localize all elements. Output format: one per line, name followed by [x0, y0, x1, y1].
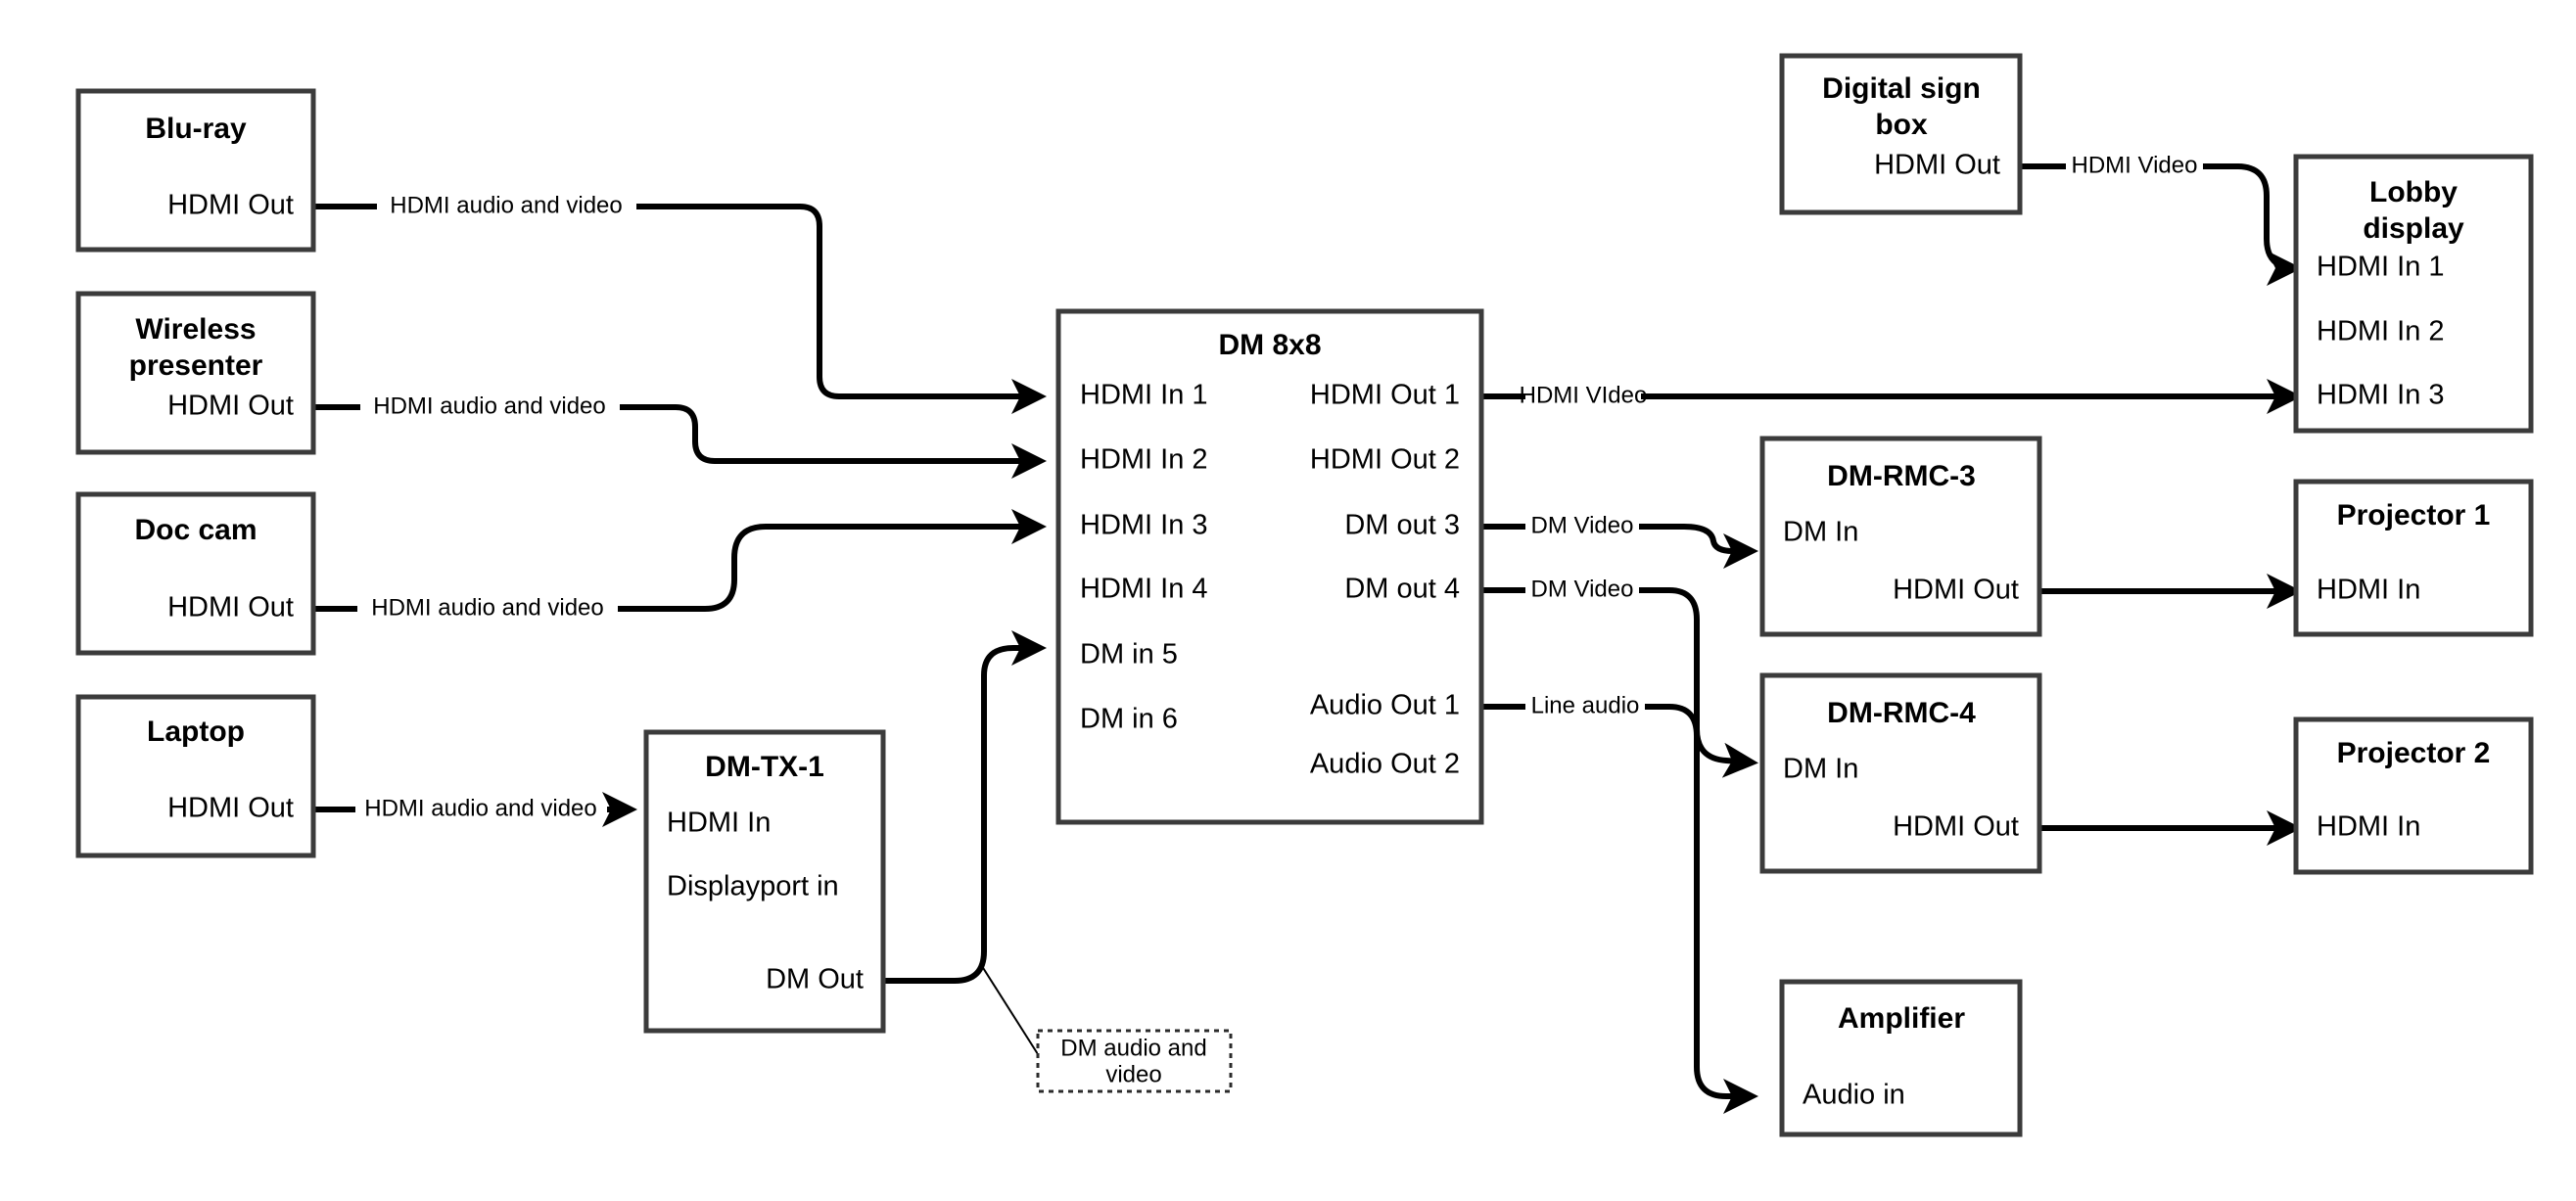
node-wireless-presenter-title-line2: presenter: [129, 349, 263, 382]
edge-label-doccam-to-dm8x8: HDMI audio and video: [371, 594, 603, 621]
node-dm-8x8-input-dm-in-5: DM in 5: [1080, 639, 1178, 670]
node-dm-8x8-output-dm-out-3: DM out 3: [1344, 510, 1460, 541]
node-bluray-box[interactable]: [75, 88, 316, 253]
edge-label-audioout1-to-amp: Line audio: [1531, 692, 1640, 718]
node-amplifier[interactable]: Amplifier Audio in: [1779, 979, 2023, 1137]
edge-label-bluray-to-dm8x8: HDMI audio and video: [390, 192, 622, 218]
node-dm-8x8-box[interactable]: [1055, 308, 1484, 825]
node-bluray-port-hdmi-out: HDMI Out: [167, 190, 294, 221]
node-lobby-display-box[interactable]: [2293, 154, 2534, 434]
wire-dm8x8-out3-to-rmc3: [1481, 524, 1758, 569]
node-dm-8x8-input-hdmi-in-1: HDMI In 1: [1080, 380, 1208, 411]
node-bluray[interactable]: Blu-ray HDMI Out: [75, 88, 316, 253]
node-projector-1[interactable]: Projector 1 HDMI In: [2293, 479, 2534, 637]
node-projector-1-title: Projector 1: [2337, 499, 2491, 531]
node-projector-1-port-hdmi-in: HDMI In: [2317, 575, 2420, 606]
wire-digitalsign-to-lobby-in1: [2020, 163, 2302, 286]
wire-dm8x8-out4-to-rmc4: [1481, 587, 1758, 778]
node-dm-rmc-4[interactable]: DM-RMC-4 DM In HDMI Out: [1759, 672, 2042, 874]
node-projector-2-box[interactable]: [2293, 716, 2534, 875]
node-dm-rmc-4-title: DM-RMC-4: [1827, 697, 1976, 729]
wire-dmtx1-to-dm8x8-in5: [883, 630, 1047, 984]
edge-label-dmout3-to-rmc3: DM Video: [1531, 512, 1634, 538]
callout-leader-line: [979, 962, 1039, 1055]
node-doc-cam-box[interactable]: [75, 491, 316, 656]
node-dm-8x8-output-dm-out-4: DM out 4: [1344, 574, 1460, 605]
node-projector-2-port-hdmi-in: HDMI In: [2317, 811, 2420, 843]
node-dm-8x8-output-audio-out-1: Audio Out 1: [1310, 690, 1460, 721]
node-dm-8x8-output-hdmi-out-2: HDMI Out 2: [1310, 444, 1460, 476]
node-wireless-presenter[interactable]: Wireless presenter HDMI Out: [75, 291, 316, 455]
node-doc-cam-title: Doc cam: [134, 514, 257, 546]
node-digital-sign-box-title-line1: Digital sign: [1822, 72, 1981, 105]
node-wireless-presenter-port-hdmi-out: HDMI Out: [167, 391, 294, 422]
node-dm-8x8-output-hdmi-out-1: HDMI Out 1: [1310, 380, 1460, 411]
node-dm-8x8-output-audio-out-2: Audio Out 2: [1310, 749, 1460, 780]
node-dm-tx-1-port-dm-out: DM Out: [766, 964, 864, 995]
node-lobby-display[interactable]: Lobby display HDMI In 1 HDMI In 2 HDMI I…: [2293, 154, 2534, 434]
node-laptop-box[interactable]: [75, 694, 316, 858]
node-digital-sign-box-port-hdmi-out: HDMI Out: [1874, 150, 2000, 181]
node-dm-rmc-4-port-hdmi-out: HDMI Out: [1893, 811, 2019, 843]
node-dm-tx-1-title: DM-TX-1: [705, 751, 824, 783]
edge-label-dmout4-to-rmc4: DM Video: [1531, 576, 1634, 602]
node-dm-tx-1[interactable]: DM-TX-1 HDMI In Displayport in DM Out: [643, 729, 886, 1034]
node-dm-8x8-input-hdmi-in-4: HDMI In 4: [1080, 574, 1208, 605]
wire-bluray-to-dm8x8-in1: [313, 204, 1047, 414]
node-dm-8x8-input-hdmi-in-3: HDMI In 3: [1080, 510, 1208, 541]
node-dm-rmc-3-port-dm-in: DM In: [1783, 517, 1858, 548]
node-laptop-title: Laptop: [147, 716, 245, 748]
node-wireless-presenter-box[interactable]: [75, 291, 316, 455]
node-dm-rmc-3[interactable]: DM-RMC-3 DM In HDMI Out: [1759, 436, 2042, 637]
node-projector-1-box[interactable]: [2293, 479, 2534, 637]
node-laptop-port-hdmi-out: HDMI Out: [167, 793, 294, 824]
node-projector-2-title: Projector 2: [2337, 737, 2491, 769]
node-projector-2[interactable]: Projector 2 HDMI In: [2293, 716, 2534, 875]
node-lobby-display-port-hdmi-in-2: HDMI In 2: [2317, 316, 2445, 347]
wire-doccam-to-dm8x8-in3: [313, 509, 1047, 612]
callout-dm-audio-and-video-line2: video: [1105, 1061, 1161, 1087]
edge-label-wireless-to-dm8x8: HDMI audio and video: [373, 393, 605, 419]
node-dm-tx-1-port-displayport-in: Displayport in: [667, 871, 839, 902]
node-wireless-presenter-title-line1: Wireless: [135, 313, 256, 346]
node-dm-rmc-3-box[interactable]: [1759, 436, 2042, 637]
edge-label-laptop-to-dmtx1: HDMI audio and video: [364, 795, 596, 821]
node-doc-cam[interactable]: Doc cam HDMI Out: [75, 491, 316, 656]
edge-label-hdmiout1-to-lobby: HDMI VIdeo: [1520, 382, 1648, 408]
node-dm-8x8-input-hdmi-in-2: HDMI In 2: [1080, 444, 1208, 476]
node-digital-sign-box-box[interactable]: [1779, 53, 2023, 215]
edge-label-sign-to-lobby: HDMI Video: [2072, 152, 2198, 178]
wire-dm8x8-audioout1-to-amp: [1481, 704, 1758, 1114]
node-dm-rmc-3-title: DM-RMC-3: [1827, 460, 1976, 492]
callout-dm-audio-and-video-box: [1036, 1029, 1233, 1093]
node-dm-8x8-input-dm-in-6: DM in 6: [1080, 704, 1178, 735]
callout-dm-audio-and-video: DM audio and video: [1036, 1029, 1233, 1093]
node-dm-8x8-title: DM 8x8: [1218, 329, 1321, 361]
node-lobby-display-title-line1: Lobby: [2369, 176, 2458, 208]
node-dm-rmc-4-port-dm-in: DM In: [1783, 754, 1858, 785]
node-lobby-display-port-hdmi-in-3: HDMI In 3: [2317, 380, 2445, 411]
node-dm-tx-1-port-hdmi-in: HDMI In: [667, 808, 771, 839]
node-lobby-display-title-line2: display: [2363, 212, 2464, 245]
node-dm-rmc-3-port-hdmi-out: HDMI Out: [1893, 575, 2019, 606]
node-dm-tx-1-box[interactable]: [643, 729, 886, 1034]
callout-dm-audio-and-video-line1: DM audio and: [1060, 1035, 1206, 1061]
node-laptop[interactable]: Laptop HDMI Out: [75, 694, 316, 858]
node-lobby-display-port-hdmi-in-1: HDMI In 1: [2317, 252, 2445, 283]
node-digital-sign-box-title-line2: box: [1875, 109, 1928, 141]
node-doc-cam-port-hdmi-out: HDMI Out: [167, 592, 294, 624]
node-amplifier-port-audio-in: Audio in: [1803, 1080, 1905, 1111]
node-digital-sign-box[interactable]: Digital sign box HDMI Out: [1779, 53, 2023, 215]
node-dm-rmc-4-box[interactable]: [1759, 672, 2042, 874]
node-bluray-title: Blu-ray: [145, 113, 247, 145]
node-dm-8x8[interactable]: DM 8x8 HDMI In 1 HDMI In 2 HDMI In 3 HDM…: [1055, 308, 1484, 825]
node-amplifier-title: Amplifier: [1838, 1002, 1965, 1035]
wire-wireless-to-dm8x8-in2: [313, 404, 1047, 479]
node-amplifier-box[interactable]: [1779, 979, 2023, 1137]
